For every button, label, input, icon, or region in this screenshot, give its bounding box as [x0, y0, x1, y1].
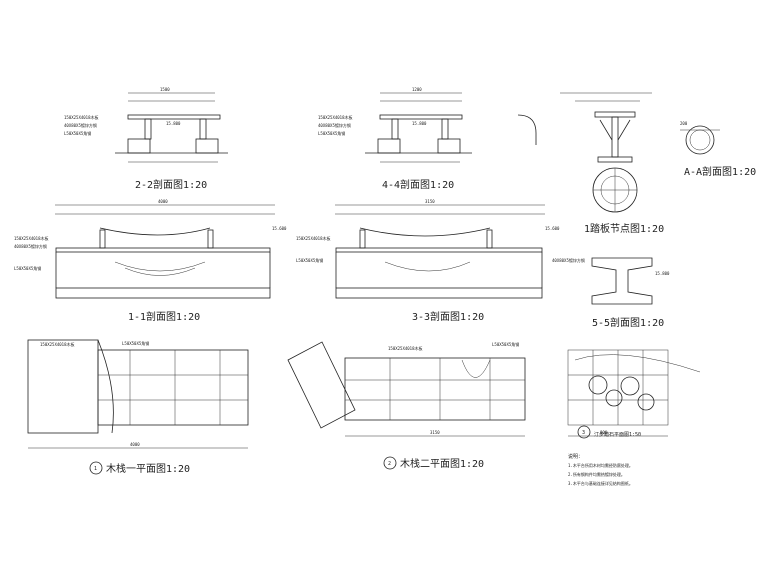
- section-1-1-view: 4000 150X25X4018木板 40X80X5镀锌方钢 L50X50X5角…: [14, 199, 287, 323]
- label-joist: L50X50X5角钢: [296, 257, 323, 263]
- label-board: 150X25X4018木板: [318, 114, 353, 120]
- label-joist: L50X50X5角钢: [14, 265, 41, 271]
- dim-plan-3: 900: [600, 430, 608, 435]
- label-beam: 40X80X5镀锌方钢: [14, 243, 47, 249]
- stepping-stone: [620, 376, 640, 396]
- label-joist: L50X50X5角钢: [122, 340, 149, 346]
- ground-slab: [335, 287, 543, 299]
- i-beam-section: [591, 257, 653, 305]
- frame-outline: [344, 357, 526, 421]
- curve-edge: [97, 339, 114, 434]
- frame-outline: [97, 349, 249, 426]
- deck-board: [335, 247, 543, 253]
- label-joist: L50X50X5角钢: [492, 341, 519, 347]
- title-a-a: A-A剖面图1:20: [684, 165, 756, 178]
- plan-3-number: 3: [582, 430, 585, 436]
- deck-board: [55, 247, 271, 253]
- rail-curve: [99, 227, 211, 236]
- label-board: 150X25X4018木板: [296, 235, 331, 241]
- note-2: 2.所有钢构件均需热镀锌处理。: [568, 471, 625, 477]
- dim-plan-2: 3150: [430, 430, 440, 435]
- label-elev: 15.800: [166, 121, 181, 126]
- base-plate: [597, 156, 633, 163]
- stepping-stone: [637, 393, 655, 411]
- footing: [437, 138, 461, 154]
- section-3-3-view: 3150 150X25X4018木板 L50X50X5角钢 15.600 3-3…: [296, 199, 560, 323]
- deck-board: [127, 114, 221, 120]
- detail-a-a-view: 200 A-A剖面图1:20: [680, 121, 756, 178]
- column: [611, 116, 619, 158]
- footing: [127, 138, 151, 154]
- label-board: 150X25X4018木板: [14, 235, 49, 241]
- plan-3-view: 900 3 汀步踏石平面图1:50 说明： 1.木平台所用木材均需经防腐处理。 …: [567, 349, 701, 486]
- label-beam: 40X80X5镀锌方钢: [64, 122, 97, 128]
- label-elev: 15.800: [655, 271, 670, 276]
- dim-1-1-overall: 4000: [158, 199, 168, 204]
- plan-1-number: 1: [94, 466, 97, 472]
- section-4-4-view: 1200 150X25X4018木板 40X80X5镀锌方钢 L50X50X5角…: [318, 87, 472, 191]
- post: [391, 118, 399, 140]
- pipe-section: [685, 125, 715, 155]
- footing: [377, 138, 401, 154]
- rail-curve: [359, 227, 491, 237]
- label-board: 150X25X4018木板: [40, 341, 75, 347]
- title-anchor-profile: 1踏板节点图1:20: [584, 222, 664, 235]
- title-section-3-3: 3-3剖面图1:20: [412, 310, 484, 323]
- dim-a-a: 200: [680, 121, 688, 126]
- post: [144, 118, 152, 140]
- label-joist: L50X50X5角钢: [64, 130, 91, 136]
- title-plan-2: 木栈二平面图1:20: [400, 457, 484, 470]
- deck-board: [379, 114, 463, 120]
- label-board: 150X25X4018木板: [64, 114, 99, 120]
- label-beam: 40X80X5镀锌方钢: [552, 257, 585, 263]
- dim-2-2-overall: 1500: [160, 87, 170, 92]
- top-plate: [594, 111, 636, 118]
- title-section-2-2: 2-2剖面图1:20: [135, 178, 207, 191]
- dim-4-4-overall: 1200: [412, 87, 422, 92]
- post: [199, 118, 207, 140]
- label-board: 150X25X4018木板: [388, 345, 423, 351]
- plan-2-view: 3150 150X25X4018木板 L50X50X5角钢 2 木栈二平面图1:…: [287, 341, 526, 470]
- stepping-stone: [588, 375, 608, 395]
- plan-2-number-circle: [383, 456, 397, 470]
- curved-bracket: [517, 114, 537, 145]
- rotated-deck: [287, 341, 356, 429]
- dim-3-3-overall: 3150: [425, 199, 435, 204]
- notes-head: 说明：: [568, 453, 583, 460]
- anchor-profile-view: 1踏板节点图1:20: [517, 92, 664, 235]
- label-elev: 15.600: [272, 226, 287, 231]
- plan-2-number: 2: [388, 461, 391, 467]
- title-plan-1: 木栈一平面图1:20: [106, 462, 190, 475]
- wood-deck-area: [27, 339, 99, 434]
- plan-1-view: 4000 150X25X4018木板 L50X50X5角钢 1 木栈一平面图1:…: [27, 339, 249, 475]
- title-section-1-1: 1-1剖面图1:20: [128, 310, 200, 323]
- title-section-4-4: 4-4剖面图1:20: [382, 178, 454, 191]
- stepping-stone: [605, 389, 623, 407]
- label-elev: 15.600: [545, 226, 560, 231]
- dim-plan-1: 4000: [130, 442, 140, 447]
- note-3: 3.木平台与基础连接详见结构图纸。: [568, 480, 633, 486]
- section-2-2-view: 1500 150X25X4018木板 40X80X5镀锌方钢 L50X50X5角…: [64, 87, 228, 191]
- plan-3-number-circle: [577, 425, 591, 439]
- ground-slab: [55, 287, 271, 299]
- title-plan-3: 汀步踏石平面图1:50: [594, 431, 641, 438]
- title-section-5-5: 5-5剖面图1:20: [592, 316, 664, 329]
- post: [441, 118, 449, 140]
- section-5-5-view: 40X80X5镀锌方钢 15.800 5-5剖面图1:20: [552, 257, 670, 329]
- note-1: 1.木平台所用木材均需经防腐处理。: [568, 462, 633, 468]
- label-elev: 15.800: [412, 121, 427, 126]
- hatched-cutout: [461, 359, 491, 378]
- footing: [195, 138, 219, 154]
- label-beam: 40X80X5镀锌方钢: [318, 122, 351, 128]
- plan-1-number-circle: [89, 461, 103, 475]
- label-joist: L50X50X5角钢: [318, 130, 345, 136]
